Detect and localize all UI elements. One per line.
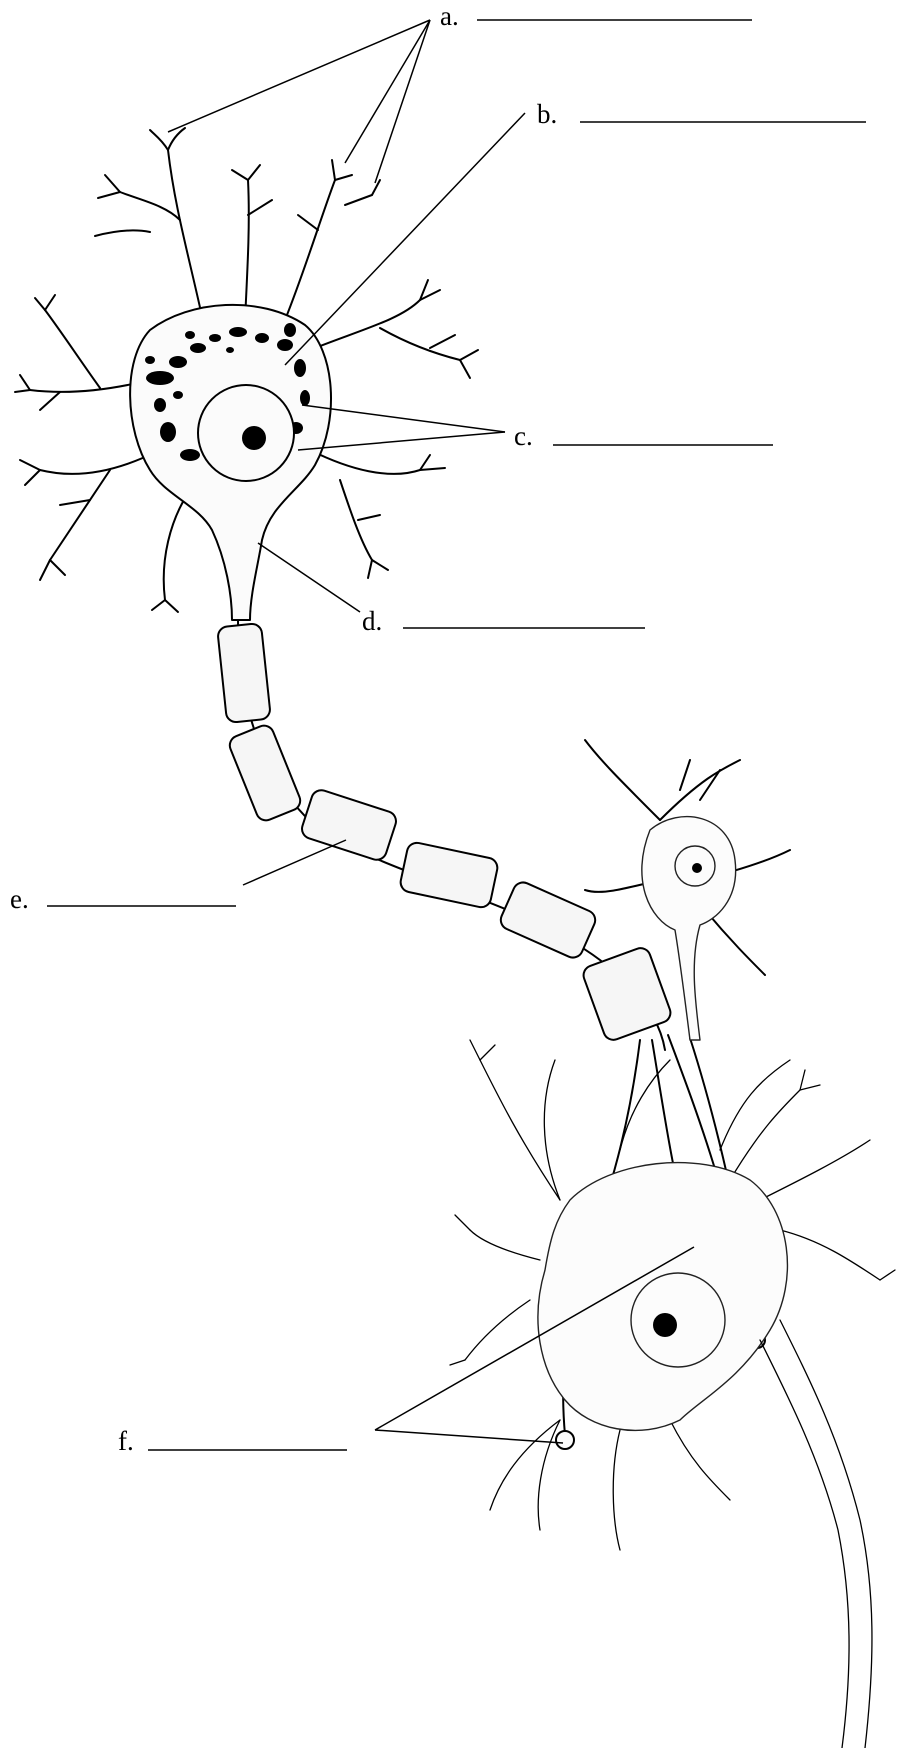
label-f-letter: f.: [118, 1426, 134, 1456]
label-a: a.: [440, 1, 752, 31]
label-e-letter: e.: [10, 884, 29, 914]
label-d-letter: d.: [362, 606, 382, 636]
postsynaptic-nucleolus: [653, 1313, 677, 1337]
label-a-letter: a.: [440, 1, 459, 31]
postsynaptic-neuron: [450, 1040, 895, 1748]
label-c-letter: c.: [514, 421, 533, 451]
label-b-letter: b.: [537, 99, 557, 129]
label-f: f.: [118, 1426, 347, 1456]
label-e: e.: [10, 884, 236, 914]
postsynaptic-nucleus: [631, 1273, 725, 1367]
label-d: d.: [362, 606, 645, 636]
label-b: b.: [537, 99, 866, 129]
label-c: c.: [514, 421, 773, 451]
nucleolus: [242, 426, 266, 450]
synaptic-knob: [556, 1431, 574, 1449]
myelin-sheath: [217, 623, 673, 1043]
myelinated-axon: [217, 620, 673, 1050]
